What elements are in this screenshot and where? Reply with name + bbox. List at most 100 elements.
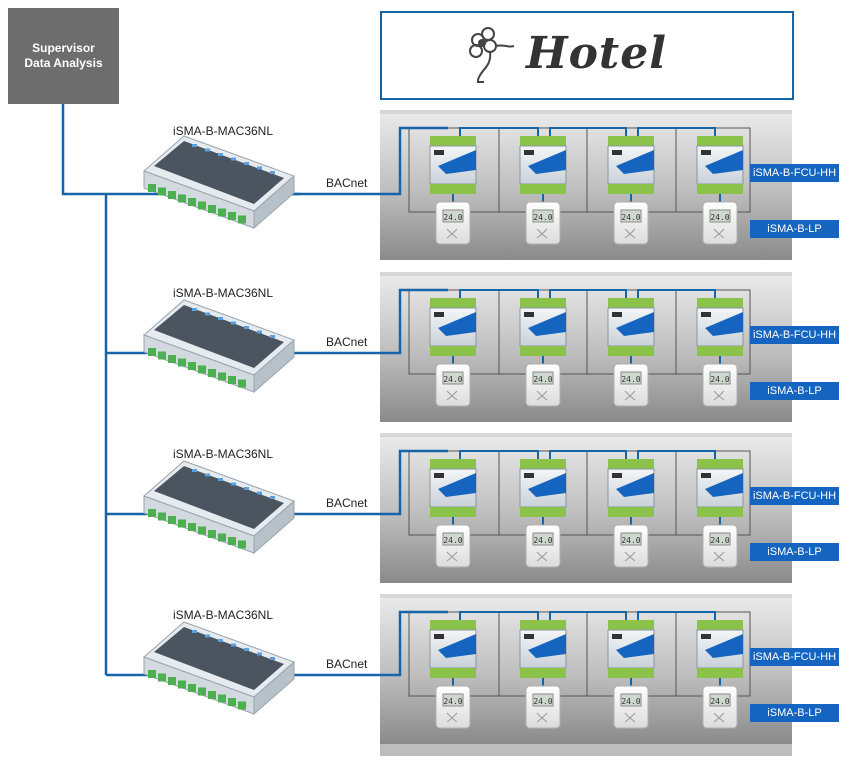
fcu-label-band	[705, 150, 743, 174]
fcu-terminal-bottom	[520, 668, 566, 678]
fcu-terminal-bottom	[430, 346, 476, 356]
controller-side	[253, 174, 295, 230]
fcu-label-band	[616, 473, 654, 497]
thermostat-display	[620, 371, 642, 385]
fcu-connector	[701, 634, 711, 639]
terminal-block	[228, 376, 236, 384]
fcu-terminal-bottom	[697, 507, 743, 517]
fcu-unit-3-3: 24.0	[607, 459, 655, 568]
status-led	[192, 469, 197, 472]
fcu-unit-4-2: 24.0	[519, 620, 567, 729]
fcu-terminal-top	[608, 459, 654, 469]
status-led	[257, 652, 262, 656]
thermostat-buttons	[446, 551, 458, 562]
fcu-terminal-bottom	[608, 668, 654, 678]
status-led	[257, 166, 262, 170]
thermostat-body	[435, 685, 471, 729]
fcu-terminal-top	[520, 459, 566, 469]
fcu-connector	[612, 150, 622, 155]
terminal-block	[148, 670, 156, 678]
thermostat-reading: 24.0	[533, 697, 552, 706]
fcu-label-band	[616, 634, 654, 658]
terminal-block	[228, 537, 236, 545]
terminal-block	[158, 187, 166, 196]
supervisor-line1: Supervisor	[32, 41, 95, 55]
fcu-connector	[701, 473, 711, 478]
fcu-connector	[434, 634, 444, 639]
fcu-tag: iSMA-B-FCU-HH	[750, 164, 839, 182]
thermostat-display	[532, 532, 554, 546]
supervisor-box: Supervisor Data Analysis	[8, 8, 119, 104]
fcu-chain-bus	[637, 289, 716, 298]
fcu-connector	[524, 312, 534, 317]
controller-label: iSMA-B-MAC36NL	[173, 124, 274, 138]
fcu-terminal-bottom	[608, 507, 654, 517]
status-led	[218, 153, 223, 156]
terminal-block	[208, 530, 216, 538]
fcu-connector	[612, 312, 622, 317]
thermostat-display	[442, 693, 464, 707]
fcu-connector	[701, 150, 711, 155]
thermostat-body	[525, 201, 561, 245]
controller-label: iSMA-B-MAC36NL	[173, 447, 274, 461]
terminal-block	[238, 379, 246, 388]
controller-label: iSMA-B-MAC36NL	[173, 608, 274, 622]
terminal-block	[188, 523, 196, 531]
fcu-unit-1-2: 24.0	[519, 136, 567, 245]
fcu-unit-3-1: 24.0	[429, 459, 477, 568]
status-led	[231, 321, 236, 325]
fcu-chain-bus	[549, 611, 627, 620]
thermostat-buttons	[624, 228, 636, 239]
thermostat-body	[613, 685, 649, 729]
fcu-connector	[524, 634, 534, 639]
fcu-tag: iSMA-B-FCU-HH	[750, 326, 839, 344]
fcu-chain-bus	[459, 127, 539, 136]
thermostat-buttons	[713, 712, 725, 723]
thermostat-buttons	[713, 390, 725, 401]
fcu-terminal-top	[520, 298, 566, 308]
status-led	[231, 643, 236, 647]
fcu-terminal-bottom	[608, 346, 654, 356]
status-led	[205, 634, 210, 638]
thermostat-display	[532, 371, 554, 385]
fcu-terminal-top	[430, 620, 476, 630]
terminal-block	[158, 673, 166, 682]
fcu-connector	[612, 634, 622, 639]
thermostat-reading: 24.0	[533, 375, 552, 384]
fcu-connector	[612, 473, 622, 478]
thermostat-buttons	[536, 390, 548, 401]
fcu-terminal-top	[697, 298, 743, 308]
terminal-block	[198, 201, 206, 210]
fcu-terminal-bottom	[520, 346, 566, 356]
lp-tag: iSMA-B-LP	[750, 220, 839, 238]
fcu-unit-1-3: 24.0	[607, 136, 655, 245]
fcu-unit-4-4: 24.0	[696, 620, 744, 729]
lp-tag: iSMA-B-LP	[750, 382, 839, 400]
thermostat-reading: 24.0	[533, 213, 552, 222]
fcu-terminal-top	[520, 620, 566, 630]
fcu-terminal-top	[697, 136, 743, 146]
fcu-connector	[434, 312, 444, 317]
bacnet-label: BACnet	[326, 335, 368, 349]
controller-device-3	[143, 460, 295, 555]
fcu-label-band	[616, 312, 654, 336]
terminal-block	[238, 540, 246, 549]
fcu-unit-1-4: 24.0	[696, 136, 744, 245]
fcu-terminal-bottom	[608, 184, 654, 194]
fcu-chain-bus	[549, 127, 627, 136]
status-led	[205, 148, 210, 152]
supervisor-line2: Data Analysis	[24, 56, 103, 70]
thermostat-buttons	[713, 228, 725, 239]
thermostat-reading: 24.0	[621, 536, 640, 545]
fcu-terminal-top	[430, 459, 476, 469]
fcu-label-band	[616, 150, 654, 174]
terminal-block	[218, 533, 226, 542]
fcu-unit-2-4: 24.0	[696, 298, 744, 407]
fcu-unit-2-1: 24.0	[429, 298, 477, 407]
fcu-terminal-bottom	[430, 507, 476, 517]
controller-device-1	[143, 135, 295, 230]
fcu-terminal-bottom	[697, 184, 743, 194]
terminal-block	[158, 512, 166, 521]
fcu-unit-3-2: 24.0	[519, 459, 567, 568]
status-led	[231, 157, 236, 161]
